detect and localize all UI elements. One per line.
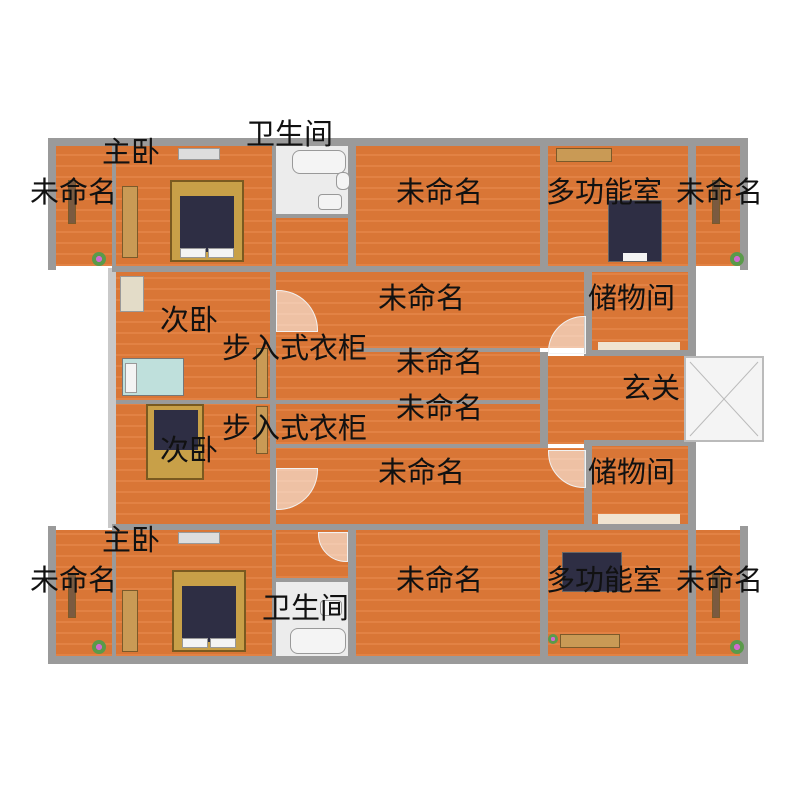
label-walkin-closet-b: 步入式衣柜 [222, 411, 368, 445]
label-unnamed-bottom-left: 未命名 [30, 563, 118, 597]
plant-icon [92, 252, 106, 266]
wall-mid-h-b [276, 444, 546, 448]
room-unnamed-top-left [56, 146, 112, 266]
bed-icon [146, 404, 204, 480]
bed-icon [170, 180, 244, 262]
label-unnamed-hall-a: 未命名 [396, 345, 484, 379]
desk-icon [712, 180, 720, 224]
bed-icon [122, 358, 184, 396]
room-storage-bottom [592, 444, 688, 526]
wall-bath-bottom [276, 578, 348, 582]
bed-icon [608, 200, 662, 262]
wall-v-t1 [112, 146, 116, 270]
room-storage-top [592, 272, 688, 352]
wall-storage-bottom-h [592, 440, 688, 446]
label-multifunction-bottom: 多功能室 [546, 563, 663, 597]
room-corridor-b [276, 448, 584, 526]
wall-mid-v2 [540, 352, 548, 448]
room-unnamed-top-mid [356, 146, 540, 266]
room-bathroom-top-ext [276, 218, 348, 266]
wall-left-bottom-wing [48, 526, 56, 664]
label-bathroom-bottom: 卫生间 [262, 591, 350, 625]
wardrobe-icon [120, 276, 144, 312]
wall-v-t3 [348, 146, 356, 270]
room-hall-b [276, 404, 540, 444]
room-corridor-a [276, 272, 584, 348]
desk-icon [122, 590, 138, 652]
label-storage-top: 储物间 [588, 281, 676, 315]
sink-icon [318, 194, 342, 210]
bed-icon [172, 570, 246, 652]
wall-storage-bottom-v [584, 440, 592, 526]
desk-icon [556, 148, 612, 162]
room-unnamed-bottom-mid [356, 530, 540, 656]
wall-storage-top-v [584, 272, 592, 356]
wall-h-row1 [112, 266, 696, 272]
desk-icon [712, 574, 720, 618]
label-master-bedroom-top: 主卧 [102, 135, 161, 169]
wall-left-top-wing [48, 138, 56, 270]
desk-icon [68, 574, 76, 618]
label-foyer: 玄关 [622, 371, 681, 405]
label-unnamed-corridor-a: 未命名 [378, 281, 466, 315]
wall-bath-top [276, 214, 348, 218]
label-storage-bottom: 储物间 [588, 455, 676, 489]
wall-v-b2 [272, 528, 276, 658]
wall-v-t4 [540, 146, 548, 270]
wall-mid-h-a [356, 348, 540, 352]
wall-v-t2 [272, 146, 276, 270]
wall-mid-v1 [270, 272, 276, 526]
wall-bottom-outer [48, 656, 748, 664]
label-second-bedroom-a: 次卧 [160, 303, 219, 337]
label-master-bedroom-bottom: 主卧 [102, 523, 161, 557]
wall-v-b3 [348, 528, 356, 658]
label-unnamed-bottom-right: 未命名 [676, 563, 764, 597]
wall-right-bottom-wing [740, 526, 748, 664]
room-foyer [548, 356, 688, 444]
label-multifunction-top: 多功能室 [546, 175, 663, 209]
label-bathroom-top: 卫生间 [246, 117, 334, 151]
desk-icon [256, 406, 268, 454]
label-unnamed-top-mid: 未命名 [396, 175, 484, 209]
wall-v-b5 [688, 528, 696, 658]
desk-icon [256, 348, 268, 398]
shelf-icon [598, 514, 680, 524]
plant-icon [730, 252, 744, 266]
label-unnamed-bottom-mid: 未命名 [396, 563, 484, 597]
room-hall-a [276, 348, 540, 400]
wall-mid-h-center [116, 400, 548, 404]
shelf-icon [178, 148, 220, 160]
label-unnamed-top-right: 未命名 [676, 175, 764, 209]
foyer-balcony [684, 356, 764, 442]
plant-icon [730, 640, 744, 654]
label-walkin-closet-a: 步入式衣柜 [222, 331, 368, 365]
wall-right-top-wing [740, 138, 748, 270]
plant-icon [92, 640, 106, 654]
wall-h-row2 [112, 524, 696, 530]
shelf-icon [598, 342, 680, 350]
wall-v-b1 [112, 528, 116, 658]
room-unnamed-bottom-left [56, 530, 112, 656]
bathtub-icon [290, 628, 346, 654]
label-second-bedroom-b: 次卧 [160, 433, 219, 467]
plant-icon [548, 634, 558, 644]
bathtub-icon [292, 150, 346, 174]
toilet-icon [336, 172, 350, 190]
wall-v-t5 [688, 146, 696, 270]
desk-icon [68, 180, 76, 224]
label-unnamed-corridor-b: 未命名 [378, 455, 466, 489]
wall-storage-top-h [592, 350, 688, 356]
desk-icon [122, 186, 138, 258]
sink-icon [320, 600, 342, 616]
desk-icon [560, 634, 620, 648]
bed-icon [562, 552, 622, 592]
wall-top-outer [48, 138, 748, 146]
wall-left-middle [108, 268, 116, 528]
wall-v-b4 [540, 528, 548, 658]
label-unnamed-top-left: 未命名 [30, 175, 118, 209]
label-unnamed-hall-b: 未命名 [396, 391, 484, 425]
shelf-icon [178, 532, 220, 544]
